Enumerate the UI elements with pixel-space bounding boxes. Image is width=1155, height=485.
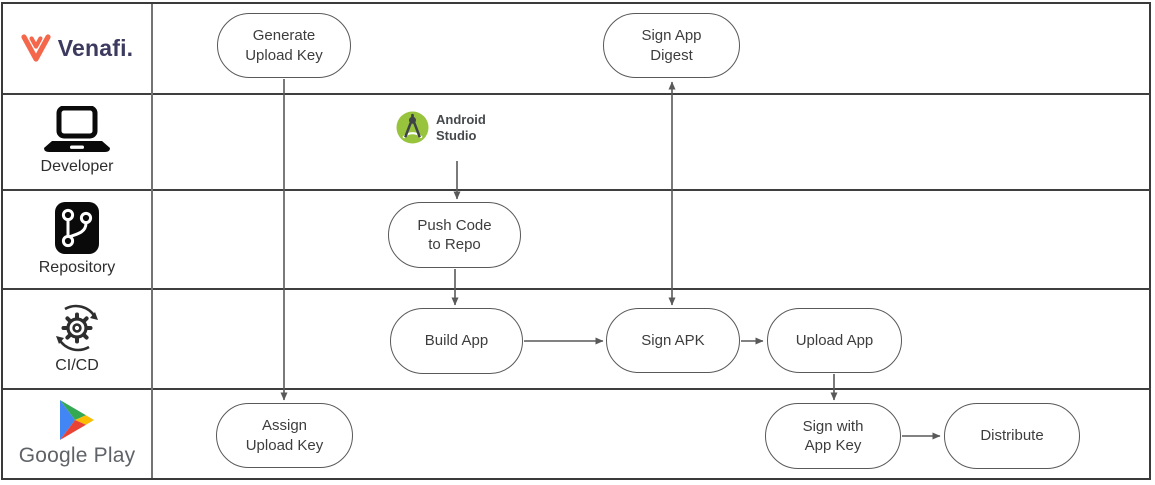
node-assign-upload-key: Assign Upload Key [216,403,353,468]
lane-label-venafi: Venafi. [3,4,151,92]
lane-label-text: Google Play [18,444,136,467]
android-studio-marker: Android Studio [396,111,486,144]
node-sign-app-digest: Sign App Digest [603,13,740,78]
node-upload-app: Upload App [767,308,902,373]
node-label: Generate Upload Key [245,27,323,64]
node-label: Build App [424,332,489,350]
lane-label-text: Venafi. [57,34,134,61]
node-label: Distribute [980,427,1044,445]
lane-label-text: Developer [40,158,114,175]
node-label: Push Code to Repo [417,216,492,254]
node-sign-with-app-key: Sign with App Key [765,403,901,469]
lane-label-column-divider [151,4,153,478]
node-label: Sign with App Key [802,417,864,455]
lane-label-text: Repository [38,258,116,276]
android-studio-label: Android Studio [436,111,486,143]
git-branch-icon [54,201,100,255]
node-label: Sign APK [641,331,705,349]
venafi-logo-icon [21,32,51,64]
node-build-app: Build App [390,308,523,374]
lane-label-cicd: CI/CD [3,290,151,386]
android-studio-icon [396,111,429,144]
lane-label-text: CI/CD [55,357,99,374]
lane-divider [3,93,1151,95]
node-label: Sign App Digest [641,27,702,64]
node-sign-apk: Sign APK [606,308,740,373]
lane-label-developer: Developer [3,95,151,187]
node-label: Upload App [795,331,874,349]
lane-divider [3,288,1151,290]
gear-cycle-icon [51,301,103,353]
node-generate-upload-key: Generate Upload Key [217,13,351,78]
lane-label-google-play: Google Play [3,390,151,478]
lane-divider [3,189,1151,191]
node-push-code-to-repo: Push Code to Repo [388,202,521,268]
google-play-logo-icon [60,400,94,440]
lane-label-repository: Repository [3,191,151,286]
lane-divider [3,388,1151,390]
node-label: Assign Upload Key [245,417,324,454]
laptop-icon [44,106,110,154]
node-distribute: Distribute [944,403,1080,469]
